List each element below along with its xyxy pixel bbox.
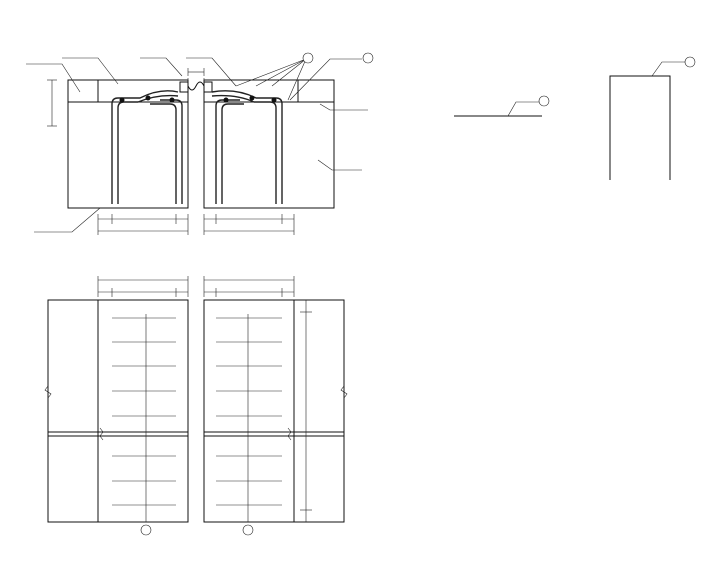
plan-view — [44, 276, 348, 536]
detail-flat-bar — [454, 95, 550, 117]
callout-bubble — [684, 56, 696, 68]
section-bottom-dimensions — [97, 214, 295, 235]
right-rebar-loops — [211, 90, 283, 204]
detail-bent-plate — [609, 56, 696, 180]
section-height-dimension — [47, 79, 57, 127]
left-rebar-loops — [111, 90, 183, 204]
plan-vertical-dimension — [300, 300, 312, 522]
callout-bubble — [538, 95, 550, 107]
section-view — [26, 52, 374, 235]
section-leader-lines — [26, 57, 368, 233]
left-plan-rebars — [112, 314, 176, 522]
callout-bubble — [242, 524, 254, 536]
left-concrete-block — [67, 101, 189, 209]
expansion-joint-seal — [179, 68, 213, 93]
callout-bubble — [362, 52, 374, 64]
right-concrete-block — [203, 101, 335, 209]
right-hatched-layer — [297, 79, 335, 103]
callout-bubble — [140, 524, 152, 536]
plan-top-dimensions — [97, 276, 295, 297]
callout-bubble — [302, 52, 314, 64]
right-plan-slab — [203, 299, 345, 523]
left-plan-slab — [47, 299, 189, 523]
left-hatched-layer — [67, 79, 99, 103]
right-plan-rebars — [216, 314, 282, 522]
